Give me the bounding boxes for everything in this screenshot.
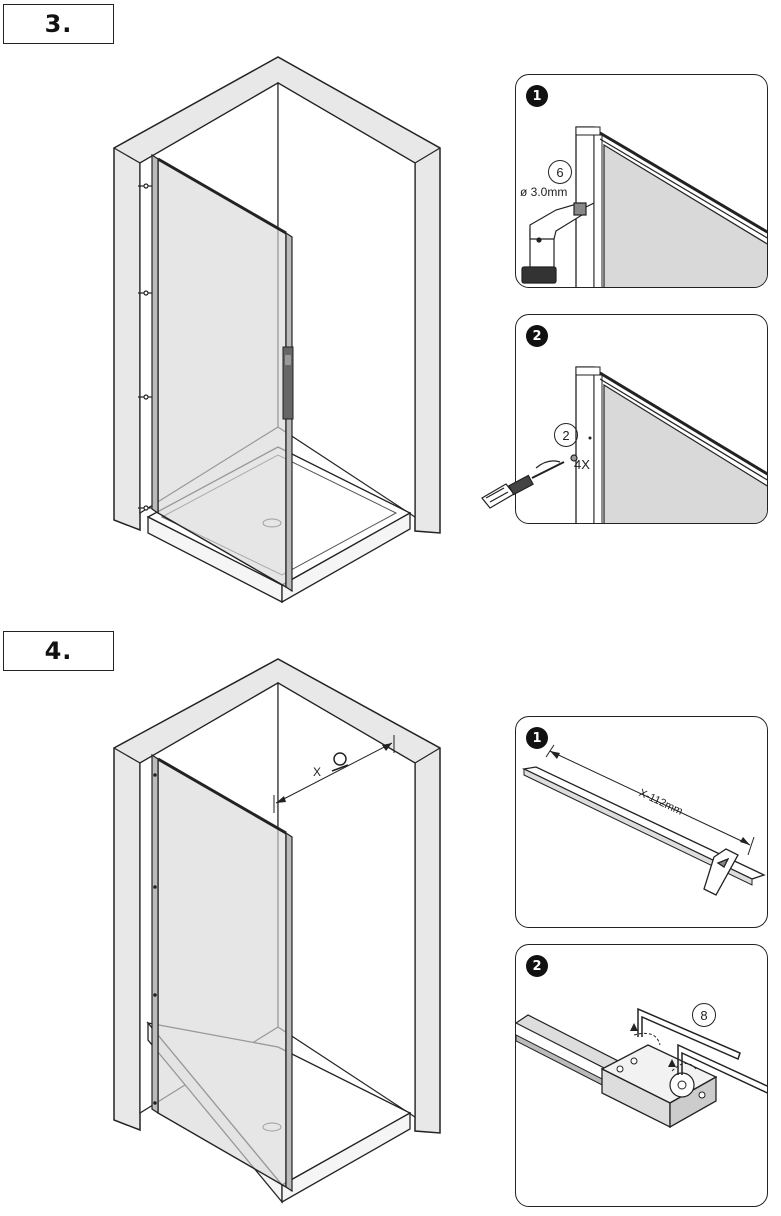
screwdriver-icon — [476, 448, 586, 514]
screw-count-label: 4X — [574, 457, 590, 472]
step-4-number: 4. — [45, 637, 73, 665]
screw-qty-circle: 6 — [548, 160, 572, 184]
fitting-illustration — [516, 945, 768, 1207]
step-3-number: 3. — [45, 10, 73, 38]
step-4-shower-illustration — [100, 655, 450, 1210]
measure-x-label: X — [313, 765, 321, 779]
step-3-shower-illustration — [100, 55, 450, 610]
step-4-detail-1-panel: 1 X-112mm — [515, 716, 768, 928]
step-4-detail-1-badge: 1 — [526, 727, 548, 749]
drill-diameter-label: ø 3.0mm — [520, 185, 567, 199]
allen-key-qty-circle: 8 — [692, 1003, 716, 1027]
cut-profile-illustration — [516, 717, 768, 928]
step-3-label: 3. — [3, 4, 114, 44]
step-3-detail-2-qty: 2 — [562, 428, 569, 443]
step-3-detail-1-badge: 1 — [526, 85, 548, 107]
step-4-detail-2-qty: 8 — [700, 1008, 707, 1023]
step-4-label: 4. — [3, 631, 114, 671]
step-3-detail-1-qty: 6 — [556, 165, 563, 180]
step-4-detail-2-badge: 2 — [526, 955, 548, 977]
screw-qty-circle: 2 — [554, 423, 578, 447]
step-3-detail-2-badge: 2 — [526, 325, 548, 347]
step-4-detail-2-panel: 2 8 — [515, 944, 768, 1207]
step-3-detail-1-panel: 1 6 ø 3.0mm — [515, 74, 768, 288]
